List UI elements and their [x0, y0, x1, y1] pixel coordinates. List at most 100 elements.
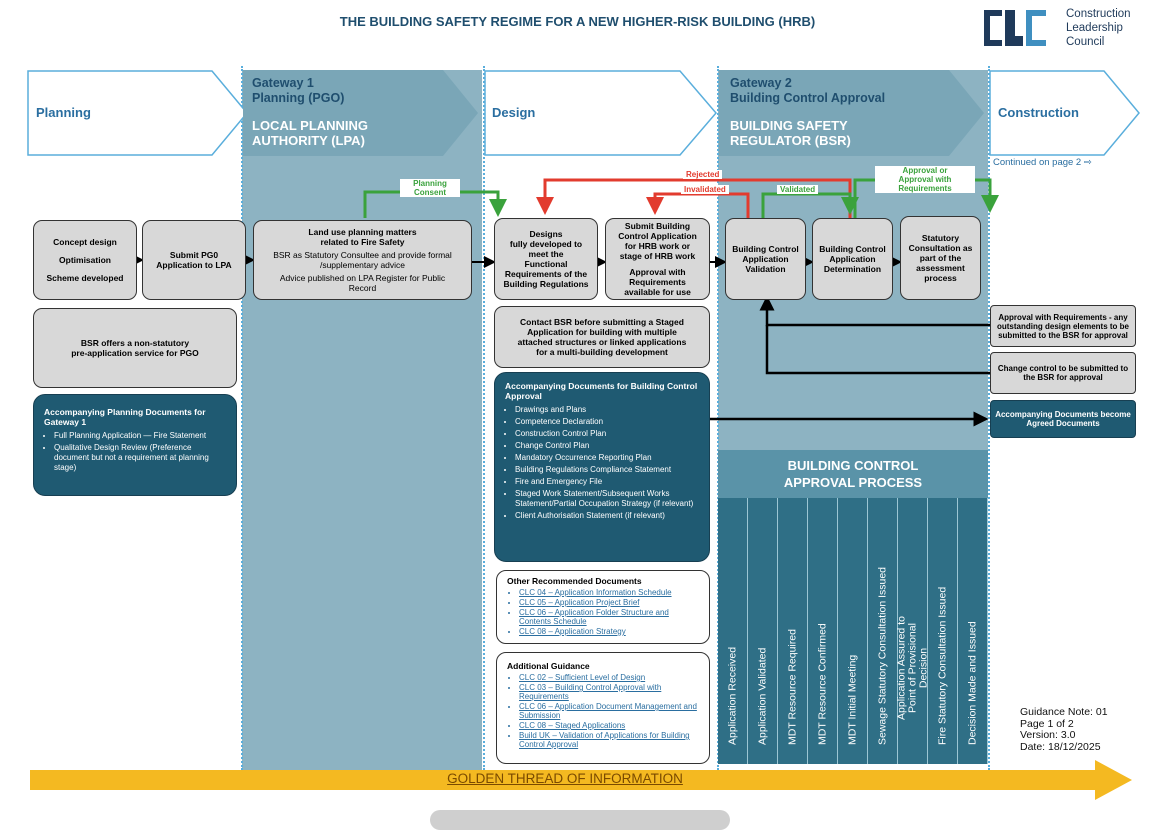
other-doc-link[interactable]: CLC 05 – Application Project Brief: [519, 598, 699, 607]
planning-doc-item: Full Planning Application — Fire Stateme…: [54, 431, 226, 441]
stage-arrow-construction: [989, 70, 1140, 156]
stage-arrow-gateway2: [719, 70, 984, 156]
concept-box: Concept design Optimisation Scheme devel…: [33, 220, 137, 300]
page-title: THE BUILDING SAFETY REGIME FOR A NEW HIG…: [339, 14, 816, 29]
other-doc-link[interactable]: CLC 08 – Application Strategy: [519, 627, 699, 636]
designs-box: Designs fully developed to meet the Func…: [494, 218, 598, 300]
validated-label: Validated: [777, 185, 819, 194]
additional-guidance-box: Additional Guidance CLC 02 – Sufficient …: [496, 652, 710, 764]
divider: [483, 66, 485, 770]
bcap-step-label: Fire Statutory Consultation Issued: [936, 586, 948, 745]
bcap-step: Fire Statutory Consultation Issued: [928, 498, 958, 764]
bc-doc-item: Drawings and Plans: [515, 405, 699, 415]
contact-bsr-box: Contact BSR before submitting a Staged A…: [494, 306, 710, 368]
concept-line: Optimisation: [59, 255, 111, 265]
agreed-docs-box: Accompanying Documents become Agreed Doc…: [990, 400, 1136, 438]
land-use-item: Advice published on LPA Register for Pub…: [279, 273, 446, 293]
bcap-steps: Application Received Application Validat…: [718, 498, 988, 764]
clc-logo: [984, 10, 1046, 46]
page-number: Page 1 of 2: [1020, 717, 1074, 730]
planning-docs-title: Accompanying Planning Documents for Gate…: [44, 407, 206, 427]
divider: [241, 66, 243, 770]
bcap-step-label: Application Received: [726, 646, 738, 745]
bcap-step-label: MDT Resource Required: [786, 629, 798, 745]
stage-design: Design: [492, 105, 536, 120]
planning-docs-box: Accompanying Planning Documents for Gate…: [33, 394, 237, 496]
other-docs-title: Other Recommended Documents: [507, 576, 642, 586]
bc-docs-title: Accompanying Documents for Building Cont…: [505, 381, 698, 401]
bcap-step: MDT Initial Meeting: [838, 498, 868, 764]
golden-thread-label: GOLDEN THREAD OF INFORMATION: [447, 771, 683, 786]
bcap-step-label: Decision Made and Issued: [966, 621, 978, 745]
submit-bc-text: Approval with Requirements available for…: [624, 267, 691, 297]
approval-req-box: Approval with Requirements - any outstan…: [990, 305, 1136, 347]
version: Version: 3.0: [1020, 729, 1076, 741]
bcap-step-label: MDT Resource Confirmed: [816, 623, 828, 745]
bca-validation-box: Building Control Application Validation: [725, 218, 806, 300]
bcap-step-label: Application Assured to Point of Provisio…: [895, 616, 929, 720]
bc-doc-item: Staged Work Statement/Subsequent Works S…: [515, 489, 699, 509]
continued-link[interactable]: Continued on page 2 ⇨: [993, 157, 1092, 168]
bcap-title: BUILDING CONTROL APPROVAL PROCESS: [718, 450, 988, 498]
bcap-step: Application Received: [718, 498, 748, 764]
statutory-box: Statutory Consultation as part of the as…: [900, 216, 981, 300]
bcap-step: Application Validated: [748, 498, 778, 764]
bcap-step: Application Assured to Point of Provisio…: [895, 498, 929, 764]
approval-label: Approval or Approval with Requirements: [875, 166, 975, 193]
additional-link[interactable]: CLC 03 – Building Control Approval with …: [519, 683, 699, 701]
scroll-indicator[interactable]: [430, 810, 730, 830]
bc-docs-box: Accompanying Documents for Building Cont…: [494, 372, 710, 562]
concept-line: Concept design: [53, 237, 117, 247]
additional-link[interactable]: Build UK – Validation of Applications fo…: [519, 731, 699, 749]
additional-link[interactable]: CLC 02 – Sufficient Level of Design: [519, 673, 699, 682]
bca-determination-box: Building Control Application Determinati…: [812, 218, 893, 300]
date: Date: 18/12/2025: [1020, 740, 1101, 753]
change-control-box: Change control to be submitted to the BS…: [990, 352, 1136, 394]
bcap-step-label: Application Validated: [756, 647, 768, 745]
bc-doc-item: Building Regulations Compliance Statemen…: [515, 465, 699, 475]
gateway1-title: Gateway 1 Planning (PGO): [252, 76, 345, 105]
bc-doc-item: Client Authorisation Statement (if relev…: [515, 511, 699, 521]
bc-doc-item: Change Control Plan: [515, 441, 699, 451]
land-use-item: BSR as Statutory Consultee and provide f…: [273, 250, 452, 270]
additional-link[interactable]: CLC 06 – Application Document Management…: [519, 702, 699, 720]
additional-title: Additional Guidance: [507, 661, 590, 671]
other-doc-link[interactable]: CLC 04 – Application Information Schedul…: [519, 588, 699, 597]
bc-doc-item: Competence Declaration: [515, 417, 699, 427]
stage-construction: Construction: [998, 105, 1079, 120]
rejected-label: Rejected: [683, 170, 723, 179]
bcap-step: Sewage Statutory Consultation Issued: [868, 498, 898, 764]
bcap-step: MDT Resource Confirmed: [808, 498, 838, 764]
submit-bc-box: Submit Building Control Application for …: [605, 218, 710, 300]
stage-arrow-gateway1: [243, 70, 478, 156]
additional-link[interactable]: CLC 08 – Staged Applications: [519, 721, 699, 730]
stage-planning: Planning: [36, 105, 91, 120]
bsr-offer-box: BSR offers a non-statutory pre-applicati…: [33, 308, 237, 388]
concept-line: Scheme developed: [46, 273, 124, 283]
invalidated-label: Invalidated: [681, 185, 729, 194]
stage-arrow-planning: [27, 70, 248, 156]
planning-consent-label: Planning Consent: [400, 179, 460, 197]
bcap-step: Decision Made and Issued: [958, 498, 988, 764]
bcap-step-label: MDT Initial Meeting: [846, 654, 858, 745]
other-doc-link[interactable]: CLC 06 – Application Folder Structure an…: [519, 608, 699, 626]
bc-doc-item: Construction Control Plan: [515, 429, 699, 439]
guidance-info: Guidance Note: 01 Page 1 of 2 Version: 3…: [1020, 706, 1108, 753]
land-use-box: Land use planning matters related to Fir…: [253, 220, 472, 300]
golden-thread-arrow: [30, 760, 1132, 800]
bcap-step: MDT Resource Required: [778, 498, 808, 764]
logo-text: Construction Leadership Council: [1066, 8, 1131, 48]
submit-bc-text: Submit Building Control Application for …: [618, 221, 697, 261]
guidance-note: Guidance Note: 01: [1020, 706, 1108, 718]
stage-arrow-design: [484, 70, 717, 156]
other-docs-box: Other Recommended Documents CLC 04 – App…: [496, 570, 710, 644]
bcap-step-label: Sewage Statutory Consultation Issued: [876, 566, 888, 745]
bc-doc-item: Mandatory Occurrence Reporting Plan: [515, 453, 699, 463]
bc-doc-item: Fire and Emergency File: [515, 477, 699, 487]
gateway2-title: Gateway 2 Building Control Approval: [730, 76, 886, 105]
planning-doc-item: Qualitative Design Review (Preference do…: [54, 443, 226, 473]
gateway1-sub: LOCAL PLANNING AUTHORITY (LPA): [252, 118, 369, 148]
land-use-title: Land use planning matters related to Fir…: [308, 227, 417, 247]
submit-pgo-box: Submit PG0 Application to LPA: [142, 220, 246, 300]
gateway2-sub: BUILDING SAFETY REGULATOR (BSR): [730, 118, 851, 148]
